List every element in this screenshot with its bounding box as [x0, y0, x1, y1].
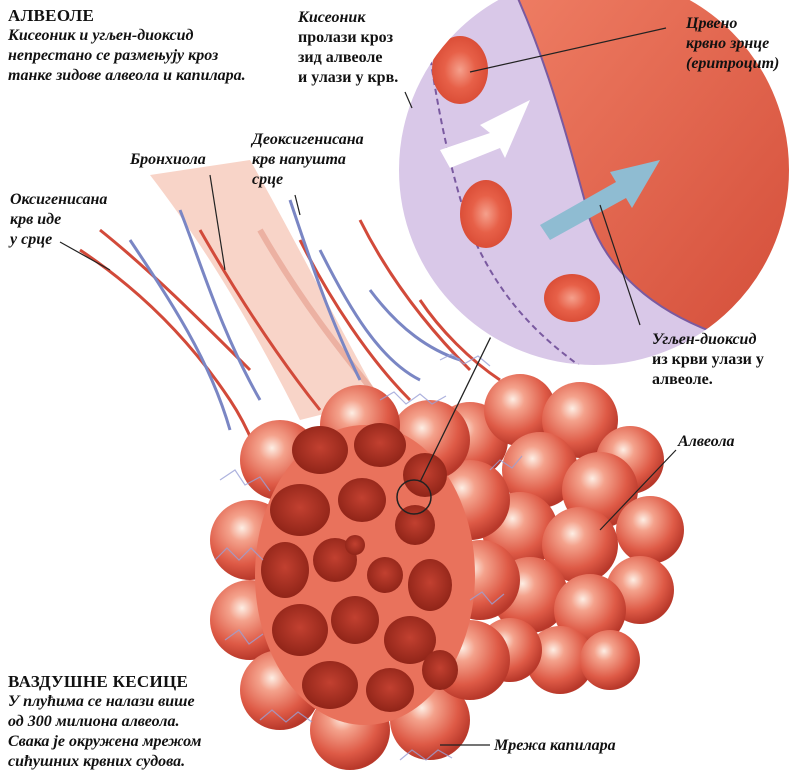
- bronchiole: [150, 160, 380, 420]
- red-cell-line-3: (еритроцит): [686, 54, 779, 74]
- oxy-line-1: Оксигенисана: [10, 190, 107, 210]
- air-sacs-line-1: У плућима се налази више: [8, 692, 268, 712]
- air-sacs-section: ВАЗДУШНЕ КЕСИЦЕ У плућима се налази више…: [8, 672, 268, 772]
- oxygen-line-3: и улази у крв.: [298, 68, 398, 88]
- red-cell-line-2: крвно зрнце: [686, 34, 779, 54]
- co2-label: Угљен-диоксид из крви улази у алвеоле.: [652, 330, 764, 390]
- alveolus-label: Алвеола: [678, 432, 735, 452]
- deoxygenated-label: Деоксигенисана крв напушта срце: [252, 130, 364, 190]
- oxy-line-3: у срце: [10, 230, 107, 250]
- air-sacs-line-2: од 300 милиона алвеола.: [8, 712, 268, 732]
- alveoli-desc-line-3: танке зидове алвеола и капилара.: [8, 66, 308, 86]
- bronchiole-label: Бронхиола: [130, 150, 206, 170]
- deoxy-line-3: срце: [252, 170, 364, 190]
- alveoli-desc-line-1: Кисеоник и угљен-диоксид: [8, 26, 308, 46]
- air-sacs-line-4: сићушних крвних судова.: [8, 752, 268, 772]
- deoxy-line-2: крв напушта: [252, 150, 364, 170]
- oxy-line-2: крв иде: [10, 210, 107, 230]
- alveoli-desc-line-2: непрестано се размењују кроз: [8, 46, 308, 66]
- air-sacs-title: ВАЗДУШНЕ КЕСИЦЕ: [8, 672, 268, 692]
- alveoli-title: АЛВЕОЛЕ: [8, 6, 308, 26]
- oxygen-line-2: зид алвеоле: [298, 48, 398, 68]
- deoxy-line-1: Деоксигенисана: [252, 130, 364, 150]
- air-sacs-line-3: Свака је окружена мрежом: [8, 732, 268, 752]
- oxygen-line-1: пролази кроз: [298, 28, 398, 48]
- alveoli-section: АЛВЕОЛЕ Кисеоник и угљен-диоксид непрест…: [8, 6, 308, 86]
- co2-line-2: из крви улази у: [652, 350, 764, 370]
- co2-line-3: алвеоле.: [652, 370, 764, 390]
- oxygen-note: Кисеоник пролази кроз зид алвеоле и улаз…: [298, 8, 398, 88]
- oxygen-heading: Кисеоник: [298, 8, 398, 28]
- capillary-label: Мрежа капилара: [494, 736, 616, 756]
- red-cell-label: Црвено крвно зрнце (еритроцит): [686, 14, 779, 74]
- red-cell-line-1: Црвено: [686, 14, 779, 34]
- oxygenated-label: Оксигенисана крв иде у срце: [10, 190, 107, 250]
- co2-line-1: Угљен-диоксид: [652, 330, 764, 350]
